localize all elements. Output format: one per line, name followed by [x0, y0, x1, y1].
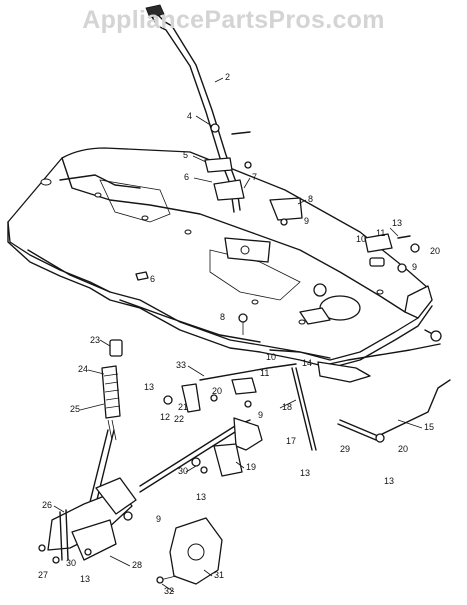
- callout-32: 32: [164, 586, 174, 596]
- callout-23: 23: [90, 335, 100, 345]
- mid-linkage: [163, 363, 317, 451]
- callout-20: 20: [398, 444, 408, 454]
- frame-assembly: [7, 147, 442, 369]
- callout-17: 17: [286, 436, 296, 446]
- callout-24: 24: [78, 364, 88, 374]
- callout-6: 6: [150, 274, 155, 284]
- callout-28: 28: [132, 560, 142, 570]
- callout-2: 2: [225, 72, 230, 82]
- callout-26: 26: [42, 500, 52, 510]
- callout-31: 31: [214, 570, 224, 580]
- callout-27: 27: [38, 570, 48, 580]
- callout-30: 30: [66, 558, 76, 568]
- callout-25: 25: [70, 404, 80, 414]
- callout-9: 9: [156, 514, 161, 524]
- rear-rod: [317, 343, 451, 443]
- leader-lines: [53, 77, 423, 593]
- callout-11: 11: [376, 228, 385, 238]
- callout-13: 13: [384, 476, 394, 486]
- callout-5: 5: [183, 150, 188, 160]
- callout-13: 13: [80, 574, 90, 584]
- callout-22: 22: [174, 414, 184, 424]
- callout-labels: 2 4 5 6 7 8 9 10 11 13 20 9 6 8 23 24 25…: [38, 72, 440, 596]
- callout-11: 11: [260, 368, 269, 378]
- watermark: AppliancePartsPros.com: [82, 6, 385, 34]
- callout-18: 18: [282, 402, 292, 412]
- callout-19: 19: [246, 462, 256, 472]
- brake-rod: [139, 417, 263, 493]
- callout-8: 8: [308, 194, 313, 204]
- callout-13: 13: [144, 382, 154, 392]
- center-bolts: [135, 271, 248, 335]
- shift-bracket: [204, 123, 303, 263]
- callout-9: 9: [258, 410, 263, 420]
- callout-10: 10: [356, 234, 366, 244]
- callout-13: 13: [196, 492, 206, 502]
- callout-6: 6: [184, 172, 189, 182]
- callout-33: 33: [176, 360, 186, 370]
- callout-9: 9: [304, 216, 309, 226]
- callout-8: 8: [220, 312, 225, 322]
- shift-lever: [145, 4, 241, 213]
- callout-15: 15: [424, 422, 434, 432]
- callout-4: 4: [187, 111, 192, 121]
- callout-14: 14: [302, 358, 312, 368]
- callout-30: 30: [178, 466, 188, 476]
- callout-20: 20: [430, 246, 440, 256]
- clutch-spring: [87, 339, 123, 513]
- callout-13: 13: [300, 468, 310, 478]
- callout-20: 20: [212, 386, 222, 396]
- pedal-assembly: [38, 477, 137, 564]
- callout-29: 29: [340, 444, 350, 454]
- callout-10: 10: [266, 352, 276, 362]
- callout-12: 12: [160, 412, 170, 422]
- callout-9: 9: [412, 262, 417, 272]
- right-side-parts: [299, 233, 420, 325]
- callout-13: 13: [392, 218, 402, 228]
- callout-7: 7: [252, 172, 257, 182]
- callout-21: 21: [178, 402, 188, 412]
- bracket-31: [156, 517, 223, 585]
